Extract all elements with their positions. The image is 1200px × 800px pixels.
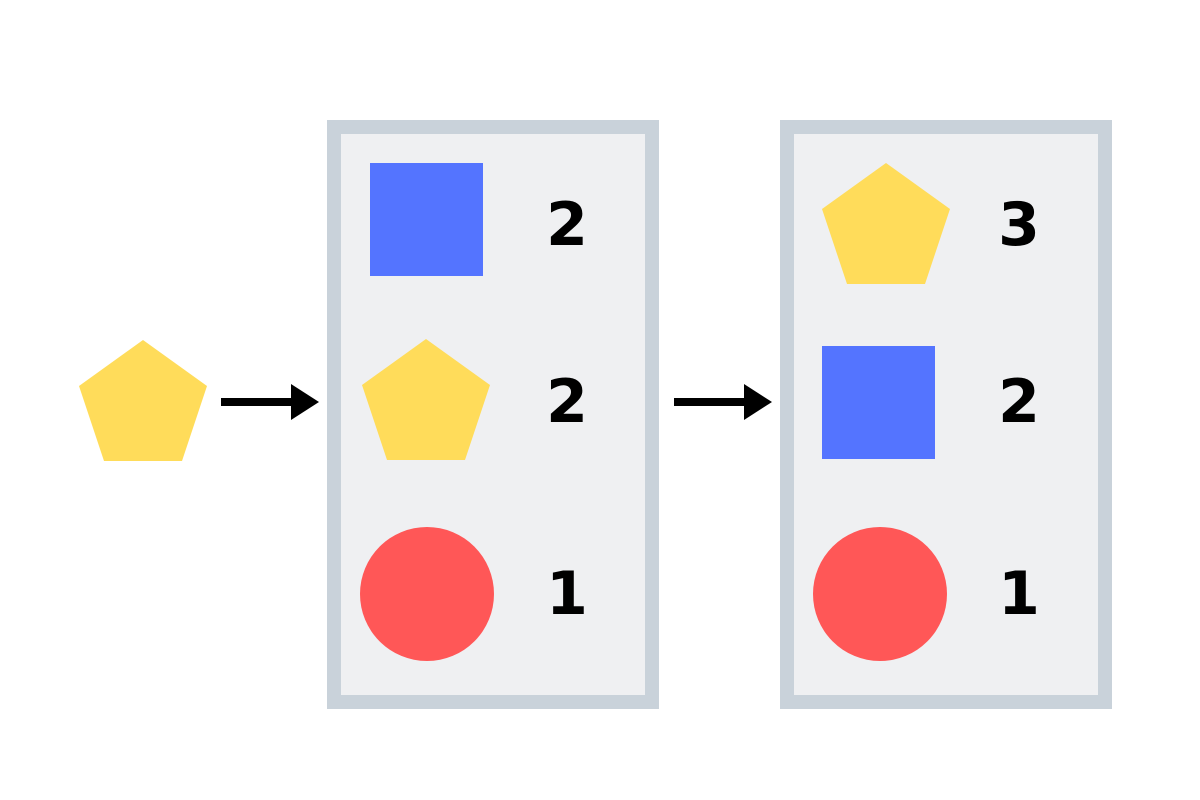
count-circle-before: 1 <box>546 559 588 629</box>
input-pentagon-icon <box>79 340 207 462</box>
pentagon-icon <box>822 163 950 285</box>
circle-icon <box>813 527 947 661</box>
square-icon <box>822 346 935 459</box>
count-circle-after: 1 <box>998 559 1040 629</box>
square-icon <box>370 163 483 276</box>
arrow-right-icon <box>674 384 772 420</box>
count-square-before: 2 <box>546 190 588 260</box>
pentagon-icon <box>362 339 490 461</box>
arrow-right-icon <box>221 384 319 420</box>
count-square-after: 2 <box>998 367 1040 437</box>
count-pentagon-after: 3 <box>998 190 1040 260</box>
count-pentagon-before: 2 <box>546 367 588 437</box>
circle-icon <box>360 527 494 661</box>
